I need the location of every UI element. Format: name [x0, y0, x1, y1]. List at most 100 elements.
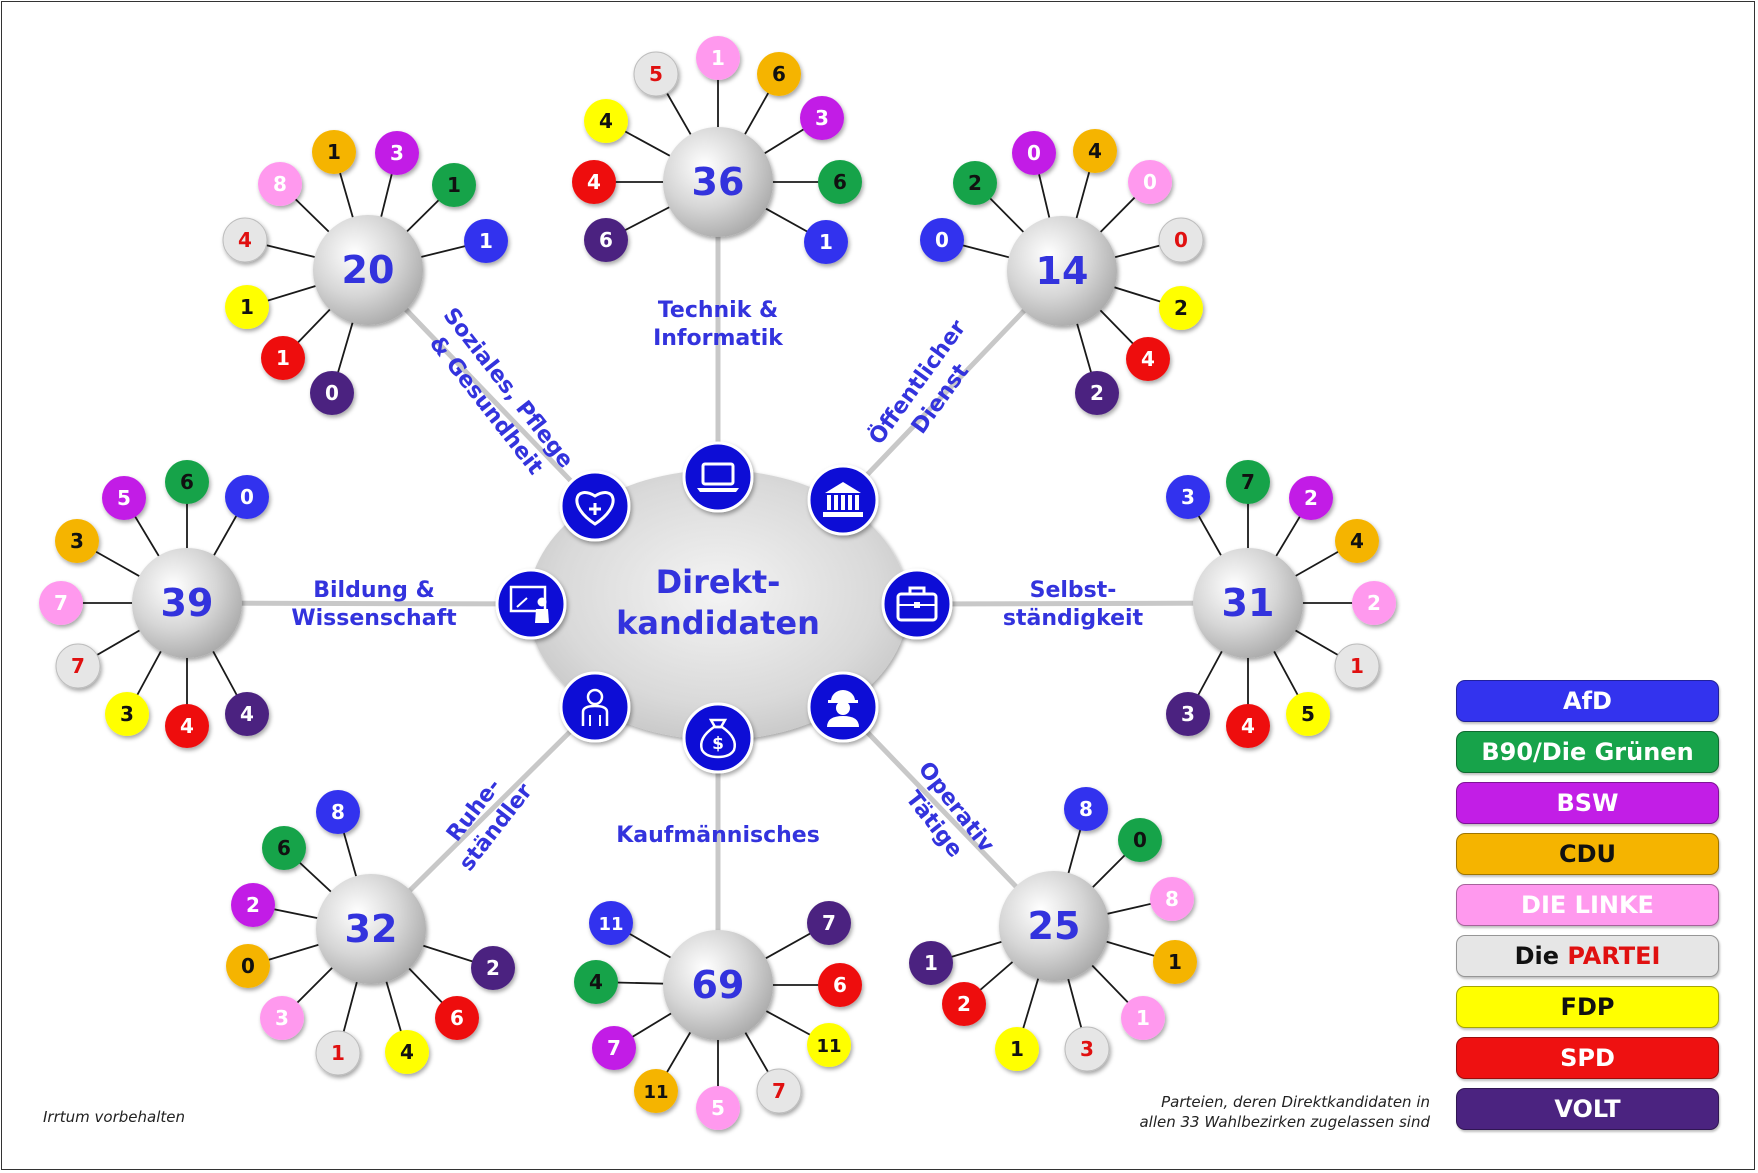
- count-value: 1: [924, 951, 938, 975]
- count-value: 11: [598, 914, 623, 935]
- laptop-icon: [682, 441, 754, 513]
- count-bubble-cdu: 11: [634, 1069, 678, 1113]
- hub-total-oeffentlich: 14: [1036, 249, 1089, 293]
- count-bubble-cdu: 0: [226, 944, 270, 988]
- connector-bildung: [186, 600, 532, 607]
- count-value: 7: [1241, 470, 1255, 494]
- count-bubble-partei: 3: [1064, 1026, 1110, 1072]
- count-bubble-partei: 1: [1334, 643, 1380, 689]
- category-label-line: Informatik: [653, 326, 784, 351]
- count-bubble-linke: 1: [696, 36, 740, 80]
- count-value: 1: [276, 346, 290, 370]
- count-bubble-linke: 8: [1150, 877, 1194, 921]
- legend-volt: VOLT: [1456, 1088, 1719, 1130]
- count-bubble-linke: 3: [260, 996, 304, 1040]
- count-bubble-cdu: 1: [1153, 940, 1197, 984]
- legend-cdu-label: CDU: [1558, 840, 1617, 868]
- count-bubble-spd: 4: [165, 704, 209, 748]
- hub-total-operativ: 25: [1028, 904, 1081, 948]
- count-value: 4: [1350, 529, 1364, 553]
- count-value: 11: [643, 1082, 668, 1103]
- hub-total-kaufm: 69: [692, 963, 745, 1007]
- hub-sozial: [313, 215, 423, 325]
- count-value: 3: [390, 141, 404, 165]
- count-bubble-fdp: 5: [1286, 692, 1330, 736]
- category-label-line: Bildung &: [313, 578, 435, 603]
- count-bubble-spd: 4: [1126, 337, 1170, 381]
- count-value: 1: [327, 140, 341, 164]
- hub-oeffentlich: [1007, 216, 1117, 326]
- government-building-icon: [807, 464, 879, 536]
- count-bubble-linke: 8: [258, 162, 302, 206]
- worker-icon: [807, 671, 879, 743]
- legend-fdp: FDP: [1456, 986, 1719, 1028]
- heart-plus-icon: [559, 470, 631, 542]
- count-bubble-afd: 0: [225, 475, 269, 519]
- count-value: 1: [711, 46, 725, 70]
- count-value: 6: [833, 170, 847, 194]
- hub-kaufm: [663, 930, 773, 1040]
- count-bubble-volt: 4: [225, 692, 269, 736]
- count-value: 2: [957, 992, 971, 1016]
- legend-gruene: B90/Die Grünen: [1456, 731, 1719, 773]
- count-value: 4: [1088, 139, 1102, 163]
- hub-total-bildung: 39: [161, 581, 214, 625]
- count-bubble-spd: 6: [435, 996, 479, 1040]
- count-value: 2: [968, 171, 982, 195]
- count-bubble-bsw: 0: [1012, 131, 1056, 175]
- category-label-selbst: Selbst-ständigkeit: [1003, 578, 1144, 631]
- count-bubble-linke: 2: [1352, 581, 1396, 625]
- count-bubble-linke: 5: [696, 1086, 740, 1130]
- count-value: 1: [331, 1041, 345, 1065]
- hub-bildung: [132, 548, 242, 658]
- legend-bsw-label: BSW: [1556, 789, 1619, 817]
- count-value: 0: [1027, 141, 1041, 165]
- category-label-kaufm: Kaufmännisches: [616, 823, 820, 848]
- count-value: 4: [589, 970, 603, 994]
- count-value: 4: [587, 170, 601, 194]
- count-bubble-bsw: 5: [102, 476, 146, 520]
- count-value: 3: [1080, 1037, 1094, 1061]
- count-bubble-afd: 8: [1064, 787, 1108, 831]
- count-value: 3: [70, 529, 84, 553]
- count-value: 5: [711, 1096, 725, 1120]
- hub-selbst: [1193, 548, 1303, 658]
- count-bubble-gruene: 0: [1118, 818, 1162, 862]
- count-bubble-fdp: 4: [584, 99, 628, 143]
- count-bubble-volt: 2: [1075, 371, 1119, 415]
- count-bubble-gruene: 7: [1226, 460, 1270, 504]
- legend-gruene-label: B90/Die Grünen: [1481, 738, 1694, 766]
- legend-spd-label: SPD: [1560, 1044, 1615, 1072]
- count-value: 1: [240, 295, 254, 319]
- count-value: 7: [822, 911, 836, 935]
- count-bubble-bsw: 2: [1289, 476, 1333, 520]
- count-value: 4: [599, 109, 613, 133]
- count-value: 8: [1079, 797, 1093, 821]
- count-value: 7: [607, 1036, 621, 1060]
- count-value: 5: [117, 486, 131, 510]
- count-bubble-partei: 0: [1158, 217, 1204, 263]
- count-bubble-gruene: 4: [574, 960, 618, 1004]
- count-value: 0: [241, 954, 255, 978]
- count-value: 4: [1141, 347, 1155, 371]
- legend-afd: AfD: [1456, 680, 1719, 722]
- count-value: 4: [180, 714, 194, 738]
- legend-volt-label: VOLT: [1554, 1095, 1621, 1123]
- category-label-bildung: Bildung &Wissenschaft: [291, 578, 457, 631]
- note-registration: Parteien, deren Direktkandidaten in alle…: [1100, 1092, 1430, 1132]
- count-value: 7: [71, 654, 85, 678]
- category-label-line: ständigkeit: [1003, 606, 1144, 631]
- count-bubble-fdp: 4: [385, 1030, 429, 1074]
- count-value: 2: [1304, 486, 1318, 510]
- note-registration-line1: Parteien, deren Direktkandidaten in: [1161, 1093, 1430, 1111]
- count-bubble-afd: 8: [316, 790, 360, 834]
- hub-operativ: [999, 871, 1109, 981]
- legend-cdu: CDU: [1456, 833, 1719, 875]
